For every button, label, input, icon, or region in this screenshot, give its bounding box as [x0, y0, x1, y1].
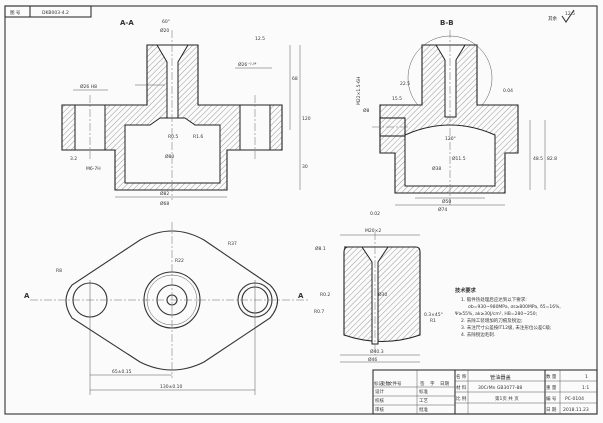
dim-label: Ø11.5 [452, 155, 466, 162]
dim-label: 0.02 [370, 211, 380, 217]
dim-label: Ø68 [160, 200, 169, 207]
technical-requirements: 技术要求 1. 锻件热处理后应达到以下要求: σb=930~980MPa, σs… [455, 286, 561, 338]
role-label: 工艺 [419, 398, 428, 404]
part-name: 管油器盖 [490, 373, 511, 381]
role-label: 校核 [375, 397, 384, 404]
role-label: 设计 [375, 388, 384, 395]
tech-req-line: 4. 去除锐边毛刺. [461, 331, 495, 338]
section-mark-right: A [298, 292, 304, 300]
name-label: 名 称 [456, 373, 467, 380]
dim-label: R0.5 [168, 134, 178, 140]
dim-label: 22.5 [400, 81, 410, 87]
plan-view: A A R8 R22 R37 65±0.15 130±0.10 [24, 222, 310, 395]
dim-label: Ø74 [438, 206, 447, 213]
dim-label: Ø20 [160, 27, 169, 34]
material-value: 30CrMn GB3077-88 [478, 385, 522, 391]
code-label: 编 号 [546, 395, 557, 402]
tech-req-line: 1. 锻件热处理后应达到以下要求: [461, 296, 527, 303]
drawing-frame [4, 5, 598, 415]
dim-label: 12.5 [255, 36, 265, 42]
dim-label: Ø8 [363, 107, 370, 114]
dim-label: Ø26 H8 [80, 83, 97, 90]
dim-label: 0.3×45° [424, 312, 443, 318]
dim-label: R0.2 [320, 292, 330, 298]
dim-label: R22 [175, 258, 184, 264]
tech-req-line: 2. 去除工装增加的刀痕及锐边; [461, 317, 522, 324]
date-label: 日 期 [546, 407, 557, 413]
title-block: 名 称 管油器盖 材 料 30CrMn GB3077-88 比 例 第1页 共 … [372, 369, 598, 415]
material-label: 材 料 [456, 384, 467, 391]
dim-label: Ø40.3 [370, 348, 384, 355]
qty-value: 1 [585, 374, 588, 380]
dim-label: 130±0.10 [160, 384, 183, 390]
section-bb-title: B-B [440, 19, 454, 27]
dim-label: R37 [228, 241, 237, 247]
role-label: 审核 [375, 406, 384, 413]
section-aa-view: A-A Ø20 60° Ø26⁻⁰·⁰⁴ Ø26 H8 Ø80 Ø68 R0.5… [61, 19, 311, 207]
dim-label: 30 [302, 164, 308, 170]
date-value: 2018.11.23 [563, 407, 589, 413]
role-label: 标准 [419, 388, 428, 395]
tech-req-line: σb=930~980MPa, σs≥800MPa, δ5=16%, [468, 304, 561, 310]
roughness-label: 其余 [548, 15, 557, 22]
tech-req-line: Ψ≥55%, ak≥30J/cm², HB=280~250; [455, 311, 537, 317]
dim-label: R0.7 [314, 309, 324, 315]
dim-label: 120° [445, 136, 456, 142]
roughness-note: 其余 12.5 [548, 9, 575, 23]
rev-header: 字 [430, 380, 435, 387]
dim-label: 0.04 [503, 88, 513, 94]
tech-req-title: 技术要求 [455, 286, 477, 294]
weight-label: 重 量 [546, 384, 557, 391]
roughness-value: 12.5 [565, 11, 575, 17]
dim-label: Ø82 [160, 190, 169, 197]
section-mark-left: A [24, 292, 30, 300]
section-bb-view: B-B M22×1.5-6H 22.5 15.5 Ø8 Ø50 Ø74 120°… [356, 19, 557, 217]
dim-label: Ø50 [442, 198, 451, 205]
dim-label: 48.5 [533, 156, 543, 162]
dim-label: Ø26⁻⁰·⁰⁴ [238, 61, 257, 68]
qty-label: 数 量 [546, 373, 557, 380]
dim-label: Ø38 [432, 165, 441, 172]
dim-label: M6-7H [86, 166, 101, 172]
dim-label: M22×1.5-6H [356, 77, 362, 105]
dim-label: Ø30 [378, 291, 387, 298]
sheet-info: 第1页 共 页 [495, 395, 519, 402]
rev-header: 签 [420, 380, 425, 387]
dim-label: R1.6 [193, 134, 203, 140]
dim-label: 3.2 [70, 156, 77, 162]
dim-label: R1 [430, 318, 436, 324]
rev-header: 文件号 [388, 380, 402, 387]
weight-value: 1:1 [582, 385, 589, 391]
drawing-no-value: DKB003-4.2 [42, 10, 69, 16]
dim-label: R8 [56, 268, 62, 274]
scale-label: 比 例 [456, 395, 467, 402]
dim-label: 15.5 [392, 96, 402, 102]
rev-header: 标记 [374, 380, 383, 387]
section-aa-title: A-A [120, 19, 134, 27]
dim-label: 82.8 [547, 156, 557, 162]
dim-label: Ø80 [165, 153, 174, 160]
dim-label: 60° [162, 19, 170, 25]
dim-label: 120 [302, 116, 311, 122]
dim-label: Ø46 [368, 356, 377, 363]
rev-header: 日期 [440, 381, 449, 387]
dim-label: 68 [292, 76, 298, 82]
role-label: 批准 [419, 406, 428, 413]
tech-req-line: 3. 未注尺寸公差按IT12级, 未注形位公差C级; [461, 324, 552, 331]
part-detail-view: M20×2 Ø8.1 R0.2 R0.7 Ø30 Ø40.3 Ø46 0.3×4… [314, 228, 443, 363]
dim-label: 65±0.15 [112, 369, 132, 375]
drawing-no-label: 图 号 [10, 10, 21, 16]
dim-label: M20×2 [365, 228, 381, 234]
dim-label: Ø8.1 [315, 245, 326, 252]
code-value: PC-0104 [565, 396, 584, 402]
drawing-number-box: 图 号 DKB003-4.2 [4, 5, 92, 18]
rev-header: 处数 [381, 380, 390, 387]
